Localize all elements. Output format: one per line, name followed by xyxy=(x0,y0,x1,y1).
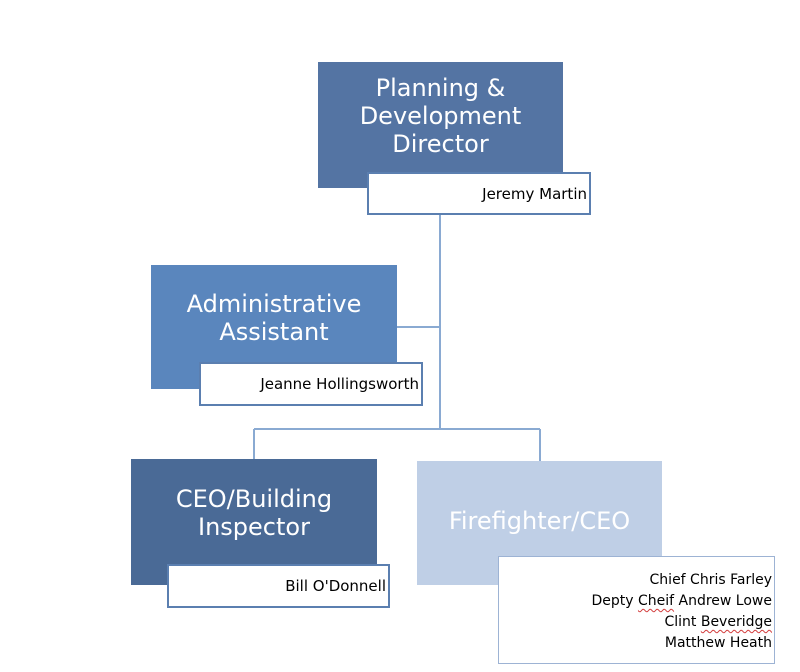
admin-name: Jeanne Hollingsworth xyxy=(260,375,419,393)
ceo-title: CEO/Building Inspector xyxy=(175,485,333,541)
director-name-box: Jeremy Martin xyxy=(367,172,591,215)
member-misspelled-word: Cheif xyxy=(637,593,675,609)
admin-title: Administrative Assistant xyxy=(186,290,362,346)
member-prefix: Clint xyxy=(664,614,701,630)
member-prefix: Depty xyxy=(591,593,638,609)
firefighter-member: Clint Beveridge xyxy=(499,612,772,633)
firefighter-members-box: Chief Chris Farley Depty Cheif Andrew Lo… xyxy=(498,556,775,664)
ceo-name-box: Bill O'Donnell xyxy=(167,564,390,608)
ceo-name: Bill O'Donnell xyxy=(285,577,386,595)
director-role-box: Planning & Development Director xyxy=(318,62,563,188)
firefighter-member: Chief Chris Farley xyxy=(649,572,772,588)
member-suffix: Andrew Lowe xyxy=(674,593,773,609)
director-name: Jeremy Martin xyxy=(482,184,587,203)
director-title: Planning & Development Director xyxy=(359,74,522,158)
admin-name-box: Jeanne Hollingsworth xyxy=(199,362,423,406)
admin-role-box: Administrative Assistant xyxy=(151,265,397,389)
firefighter-title: Firefighter/CEO xyxy=(448,507,631,535)
member-misspelled-word: Beveridge xyxy=(700,614,772,630)
firefighter-member: Matthew Heath xyxy=(664,635,772,651)
firefighter-member: Depty Cheif Andrew Lowe xyxy=(499,591,772,612)
